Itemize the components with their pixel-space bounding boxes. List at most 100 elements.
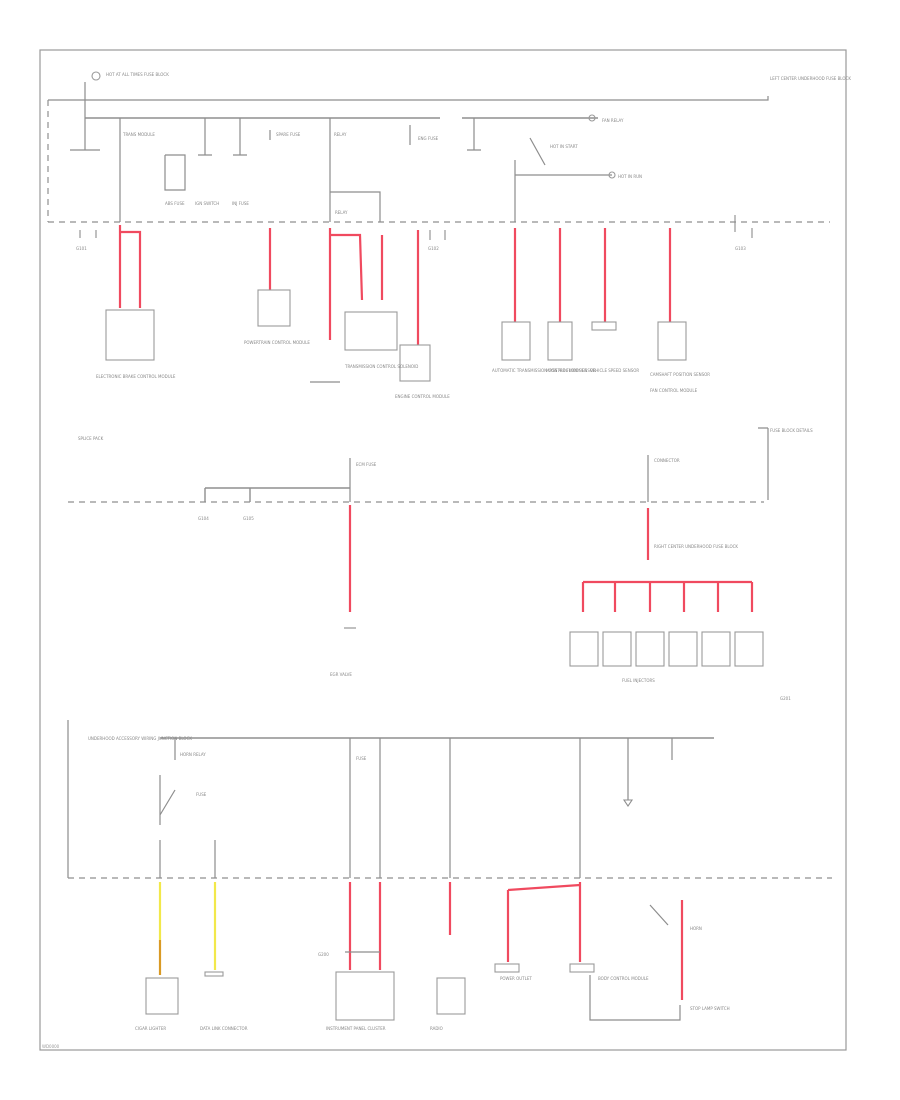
diagram-label: ELECTRONIC BRAKE CONTROL MODULE [96,374,176,379]
diagram-line [269,118,381,222]
diagram-label: FUEL INJECTORS [622,678,655,683]
diagram-line [514,137,612,222]
diagram-label: SPLICE PACK [78,436,104,441]
diagram-label: EGR VALVE [330,672,352,677]
ecm-module [399,344,431,382]
diagram-label: ABS FUSE [165,201,185,206]
diagram-label: CIGAR LIGHTER [135,1026,166,1031]
diagram-line [349,455,649,502]
diagram-label: RELAY [335,210,348,215]
diagram-label: CAMSHAFT POSITION SENSOR [650,372,710,377]
diagram-line [348,882,684,1000]
injector-3 [635,631,665,667]
diagram-label: SPARE FUSE [276,132,301,137]
diagram-label: POWERTRAIN CONTROL MODULE [244,340,310,345]
injector-4 [668,631,698,667]
label: HOT AT ALL TIMES FUSE BLOCK [106,72,169,77]
diagram-label: HORN RELAY [180,752,206,757]
diagram-label: FUSE [356,756,367,761]
diagram-label: DATA LINK CONNECTOR [200,1026,248,1031]
diagram-label: BODY CONTROL MODULE [598,976,649,981]
diagram-line [649,904,669,926]
atcm-module [501,321,531,361]
diagram-label: G101 [76,246,87,251]
diagram-line [268,228,420,345]
vss-sensor [591,321,617,331]
upper-fuse-block-section: HOT AT ALL TIMES FUSE BLOCK LEFT CENTER … [47,71,851,399]
diagram-label: HOT IN START [550,144,578,149]
diagram-line [409,118,481,151]
diagram-line [348,505,650,612]
diagram-line [345,951,681,1021]
diagram-label: UNDERHOOD ACCESSORY WIRING JUNCTION BLOC… [88,736,192,741]
diagram-label: G200 [318,952,329,957]
maf-sensor [547,321,573,361]
diagram-line [622,799,634,807]
ipc-module [335,971,395,1021]
diagram-label: RIGHT CENTER UNDERHOOD FUSE BLOCK [654,544,738,549]
diagram-line [164,154,186,191]
diagram-label: INSTRUMENT PANEL CLUSTER [326,1026,386,1031]
diagram-label: INJ FUSE [232,201,249,206]
diagram-label: AUTOMATIC TRANSMISSION CONTROL MODULE [492,368,587,373]
fan-control-module [657,321,687,361]
bcm-module [569,963,595,973]
diagram-label: FAN CONTROL MODULE [650,388,698,393]
injector-5 [701,631,731,667]
diagram-line [513,228,672,322]
injector-1 [569,631,599,667]
trans-solenoid-box [344,311,398,351]
injector-6 [734,631,764,667]
diagram-label: HOT IN RUN [618,174,642,179]
cigar-lighter [145,977,179,1015]
diagram-label: G102 [428,246,439,251]
red-wire [118,225,142,308]
diagram-label: G104 [198,516,209,521]
middle-block-outline [758,427,769,500]
diagram-label: HORN [690,926,702,931]
dlc [204,971,224,977]
diagram-label: G105 [243,516,254,521]
injector-harness [581,580,754,612]
lower-fuse-block-section: UNDERHOOD ACCESSORY WIRING JUNCTION BLOC… [67,696,832,1031]
diagram-label: LEFT CENTER UNDERHOOD FUSE BLOCK [770,76,851,81]
page-code: WD0000 [42,1044,60,1049]
diagram-label: FAN RELAY [602,118,624,123]
ebcm-module [105,309,155,361]
injector-2 [602,631,632,667]
diagram-line [159,738,673,878]
diagram-label: TRANS MODULE [122,132,155,137]
diagram-line [158,882,217,970]
battery-terminal-icon [91,71,101,81]
middle-bus [204,487,350,502]
power-outlet [494,963,520,973]
diagram-label: STOP LAMP SWITCH [690,1006,730,1011]
relay-icon-2 [608,171,616,179]
diagram-line [70,82,100,151]
diagram-label: ENG FUSE [418,136,439,141]
diagram-label: POWER OUTLET [500,976,532,981]
diagram-label: RADIO [430,1026,443,1031]
diagram-line [119,118,247,222]
diagram-label: ECM FUSE [356,462,377,467]
radio [436,977,466,1015]
diagram-label: VEHICLE SPEED SENSOR [590,368,639,373]
diagram-label: CONNECTOR [654,458,680,463]
diagram-label: IGN SWITCH [195,201,219,206]
diagram-label: FUSE [196,792,207,797]
diagram-label: G103 [735,246,746,251]
fuse-block-outline-top [48,96,769,101]
diagram-label: ENGINE CONTROL MODULE [395,394,450,399]
pcm-module [257,289,291,327]
relay-icon [588,114,596,122]
diagram-label: G201 [780,696,791,701]
diagram-line [79,215,753,240]
diagram-label: FUSE BLOCK DETAILS [770,428,813,433]
diagram-label: RELAY [334,132,347,137]
diagram-line [159,840,216,878]
middle-fuse-block-section: SPLICE PACK FUSE BLOCK DETAILS G104 G105… [68,427,813,683]
page-border [39,49,847,1051]
diagram-label: TRANSMISSION CONTROL SOLENOID [344,364,418,369]
fuse-block-dashed-boundary-top [47,100,830,223]
